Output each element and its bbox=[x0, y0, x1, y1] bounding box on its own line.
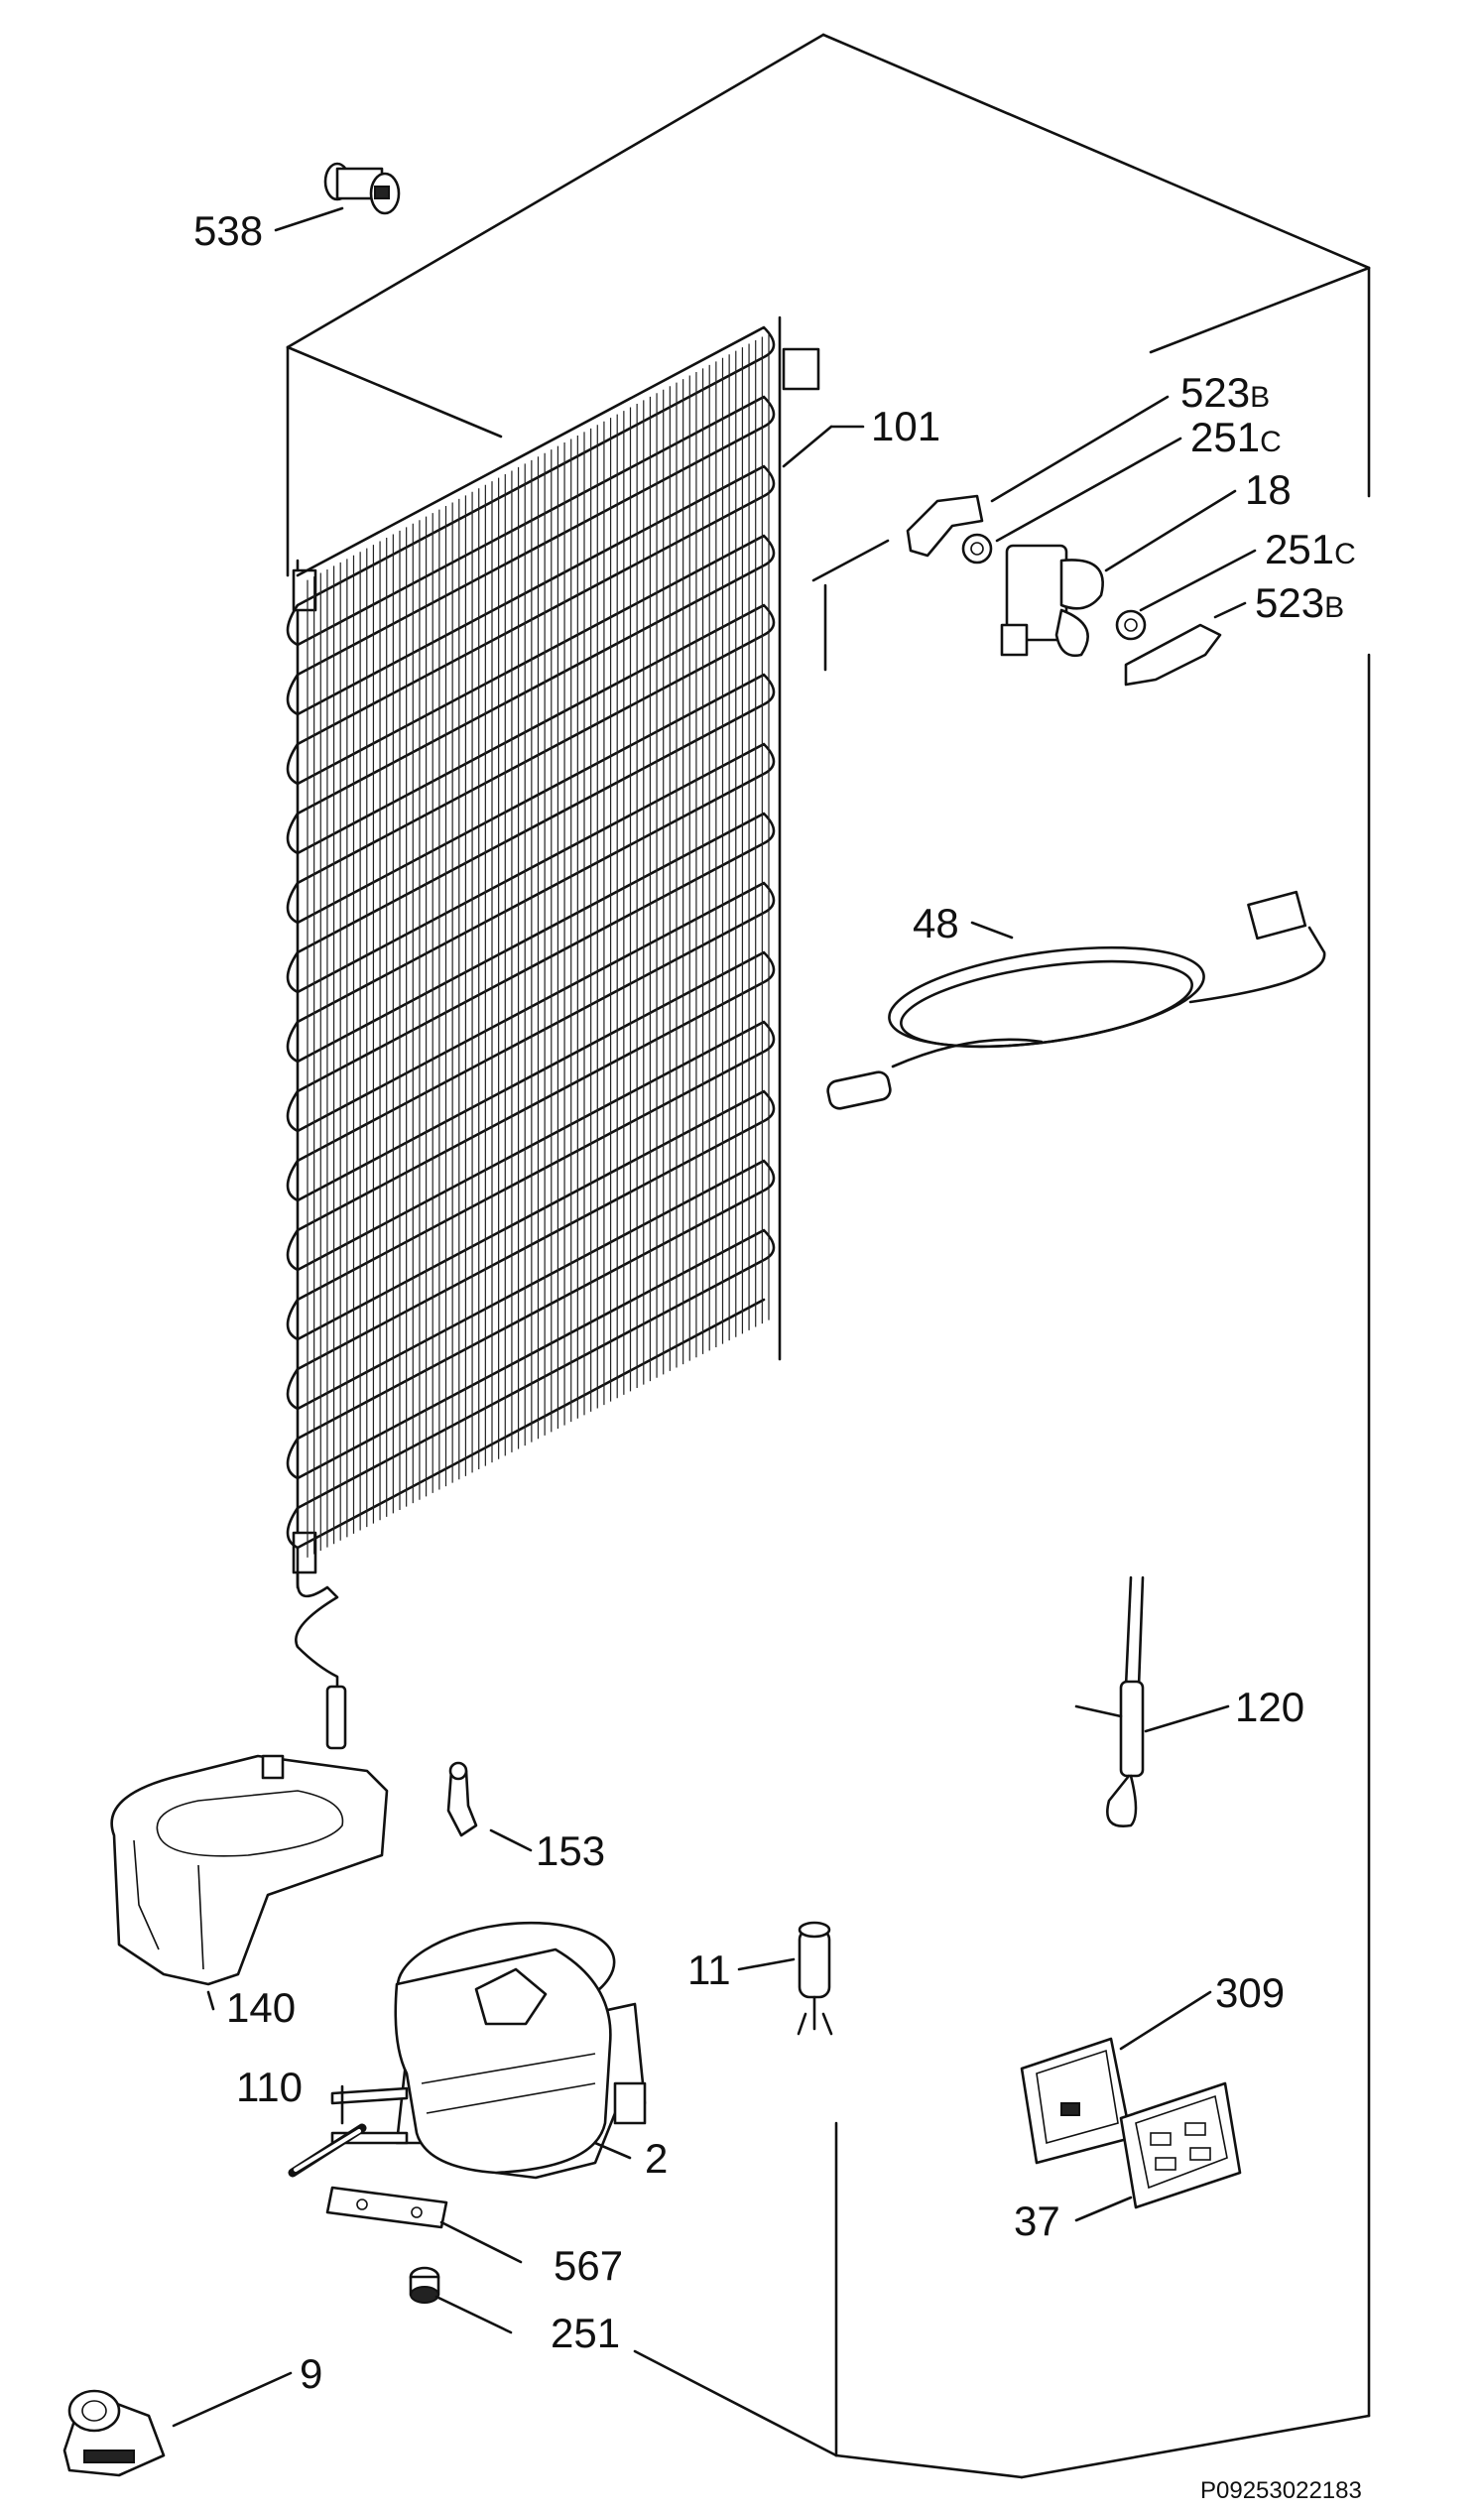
label-309: 309 bbox=[1215, 1969, 1285, 2016]
sensor-cable-48 bbox=[826, 890, 1326, 1110]
cabinet-outline bbox=[286, 33, 1371, 2479]
label-567: 567 bbox=[554, 2242, 623, 2289]
label-523b-top: 523B bbox=[1180, 369, 1270, 416]
label-37: 37 bbox=[1014, 2198, 1060, 2244]
label-251c-top: 251C bbox=[1190, 414, 1282, 460]
label-523b-bottom: 523B bbox=[1255, 579, 1344, 626]
label-18: 18 bbox=[1245, 466, 1292, 513]
rod-part-110 bbox=[288, 2123, 367, 2178]
bushing-part-538 bbox=[323, 162, 401, 215]
condenser-coil bbox=[286, 315, 820, 1750]
callout-labels: 538 101 523B 251C 18 251C 523B 48 120 15… bbox=[193, 207, 1362, 2504]
label-9: 9 bbox=[300, 2350, 322, 2397]
diagram-code: P09253022183 bbox=[1200, 2477, 1362, 2504]
label-251: 251 bbox=[551, 2310, 620, 2356]
bracket-part-9 bbox=[62, 2389, 166, 2477]
label-2: 2 bbox=[645, 2135, 668, 2182]
label-110: 110 bbox=[236, 2064, 303, 2110]
label-251c-bottom: 251C bbox=[1265, 526, 1356, 572]
display-board-37 bbox=[1119, 2081, 1242, 2209]
clip-part-153 bbox=[446, 1761, 478, 1837]
wiring-part-120 bbox=[1074, 1575, 1145, 1828]
label-538: 538 bbox=[193, 207, 263, 254]
leader-lines bbox=[172, 206, 1257, 2428]
label-140: 140 bbox=[226, 1984, 296, 2031]
label-48: 48 bbox=[913, 900, 959, 946]
label-101: 101 bbox=[871, 403, 940, 449]
fan-motor-assembly bbox=[906, 494, 1222, 687]
drip-tray-140 bbox=[110, 1754, 389, 1986]
filter-part-11 bbox=[797, 1921, 833, 2036]
label-153: 153 bbox=[536, 1827, 605, 1874]
label-120: 120 bbox=[1235, 1684, 1304, 1730]
grommet-part-251 bbox=[409, 2266, 440, 2304]
label-11: 11 bbox=[687, 1947, 731, 1993]
condenser-wires bbox=[307, 332, 770, 1558]
control-board-309 bbox=[1020, 2037, 1133, 2165]
plate-part-567 bbox=[325, 2186, 448, 2229]
compressor-part-2 bbox=[330, 1921, 647, 2180]
